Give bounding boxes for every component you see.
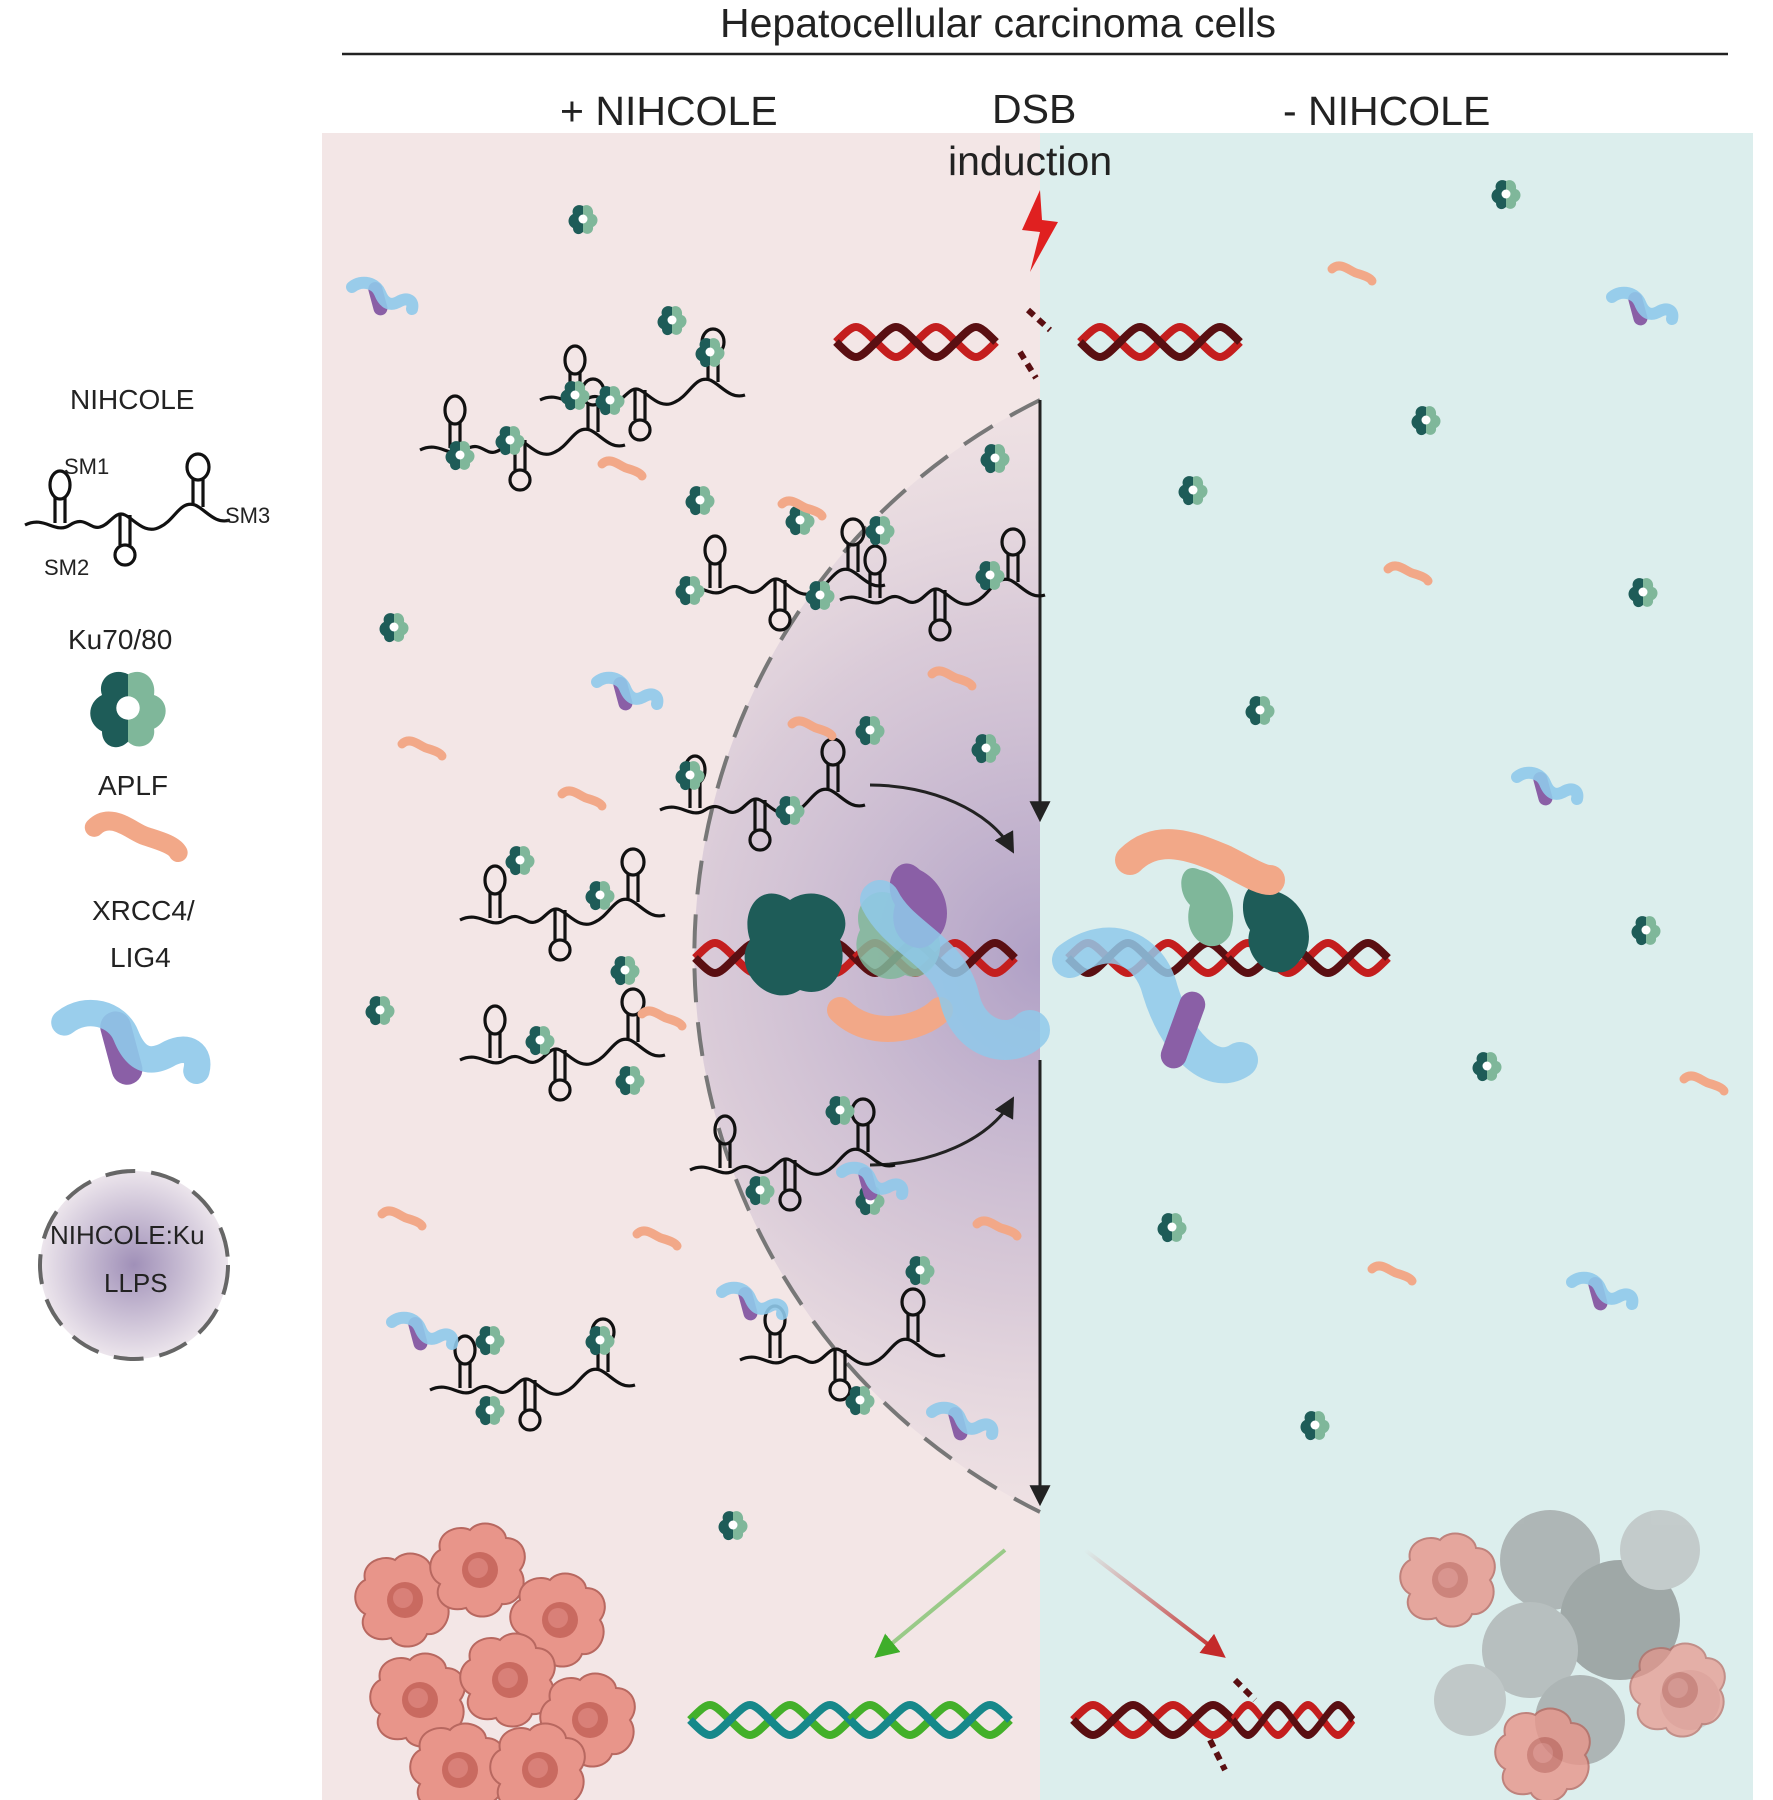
legend-ku-icon — [90, 671, 166, 748]
legend-lig4-label: LIG4 — [110, 942, 171, 973]
induction-label: induction — [948, 138, 1113, 184]
plus-nihcole-label: + NIHCOLE — [560, 88, 778, 134]
legend-ku-label: Ku70/80 — [68, 624, 173, 655]
unrepaired-dna — [1073, 1677, 1353, 1772]
legend-sm3-label: SM3 — [225, 503, 271, 528]
legend-nihcole-icon — [23, 452, 232, 567]
legend-llps-label-line2: LLPS — [104, 1268, 168, 1298]
minus-nihcole-label: - NIHCOLE — [1283, 88, 1491, 134]
legend-llps-label-line1: NIHCOLE:Ku — [50, 1220, 205, 1250]
recruitment-arrow-lower — [869, 1096, 1015, 1167]
legend-llps-icon — [38, 1169, 230, 1361]
damage-arrow — [1083, 1548, 1226, 1658]
dying-tumor-cells — [1399, 1510, 1726, 1800]
recruitment-arrow-upper — [869, 783, 1015, 854]
legend-sm1-label: SM1 — [64, 454, 110, 479]
legend-nihcole-label: NIHCOLE — [70, 384, 195, 415]
llps-condensate-boundary — [692, 398, 1041, 1514]
dsb-lightning-icon — [1022, 190, 1058, 272]
repair-arrow — [874, 1548, 1007, 1659]
figure-title: Hepatocellular carcinoma cells — [720, 0, 1277, 46]
dsb-label: DSB — [992, 86, 1077, 132]
nhej-complex-right — [1052, 829, 1388, 1084]
legend-xrcc4-label: XRCC4/ — [92, 895, 195, 926]
legend-sm2-label: SM2 — [44, 555, 90, 580]
broken-dna-top — [836, 307, 1240, 380]
legend-xrcc4-lig4-icon — [64, 1008, 197, 1088]
nhej-complex-left — [695, 863, 1050, 1060]
legend-aplf-label: APLF — [98, 770, 169, 801]
legend-aplf-icon — [94, 821, 178, 853]
